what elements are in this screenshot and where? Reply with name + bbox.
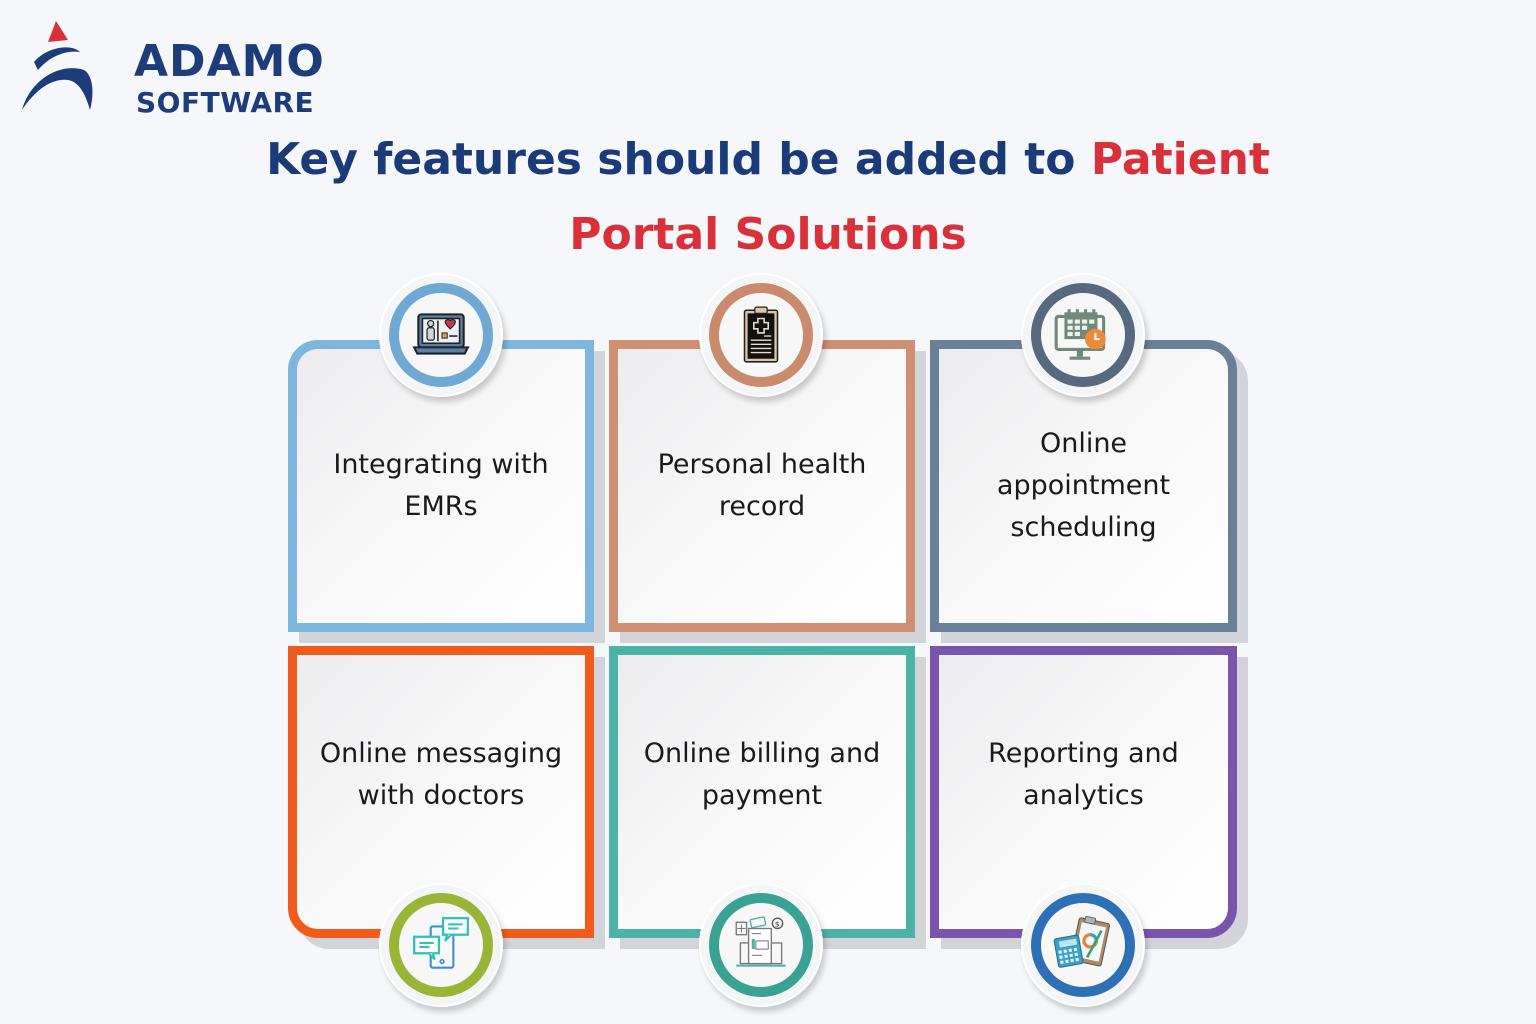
clipboard-medical-record-icon xyxy=(743,306,779,363)
title-red-text: Patient xyxy=(1090,134,1270,185)
chat-bubbles-phone-icon xyxy=(413,917,469,969)
feature-label: Online messaging with doctors xyxy=(319,738,563,811)
logo-text-adamo: ADAMO xyxy=(134,36,325,87)
svg-text:$: $ xyxy=(775,919,780,928)
logo-mark-icon xyxy=(22,21,93,110)
messaging-icon-badge xyxy=(379,883,503,1007)
feature-label: Online appointment scheduling xyxy=(996,428,1171,543)
appointment-icon-badge xyxy=(1021,273,1145,397)
billing-icon-badge: $ xyxy=(699,883,823,1007)
adamo-software-logo: ADAMO SOFTWARE xyxy=(20,18,350,118)
title-navy-text: Key features should be added to xyxy=(266,134,1091,185)
feature-card-appointment: Online appointment scheduling xyxy=(930,340,1248,643)
calculator-clipboard-chart-icon xyxy=(1053,916,1110,968)
page-title-line2: Portal Solutions xyxy=(0,197,1536,272)
feature-label: Reporting and analytics xyxy=(988,738,1179,811)
title-red-text-2: Portal Solutions xyxy=(569,209,967,260)
feature-label: Personal health record xyxy=(657,449,867,522)
emr-icon-badge xyxy=(379,273,503,397)
calendar-monitor-clock-icon xyxy=(1054,309,1106,360)
phr-icon-badge xyxy=(699,273,823,397)
laptop-patient-health-icon xyxy=(412,313,470,355)
reporting-icon-badge xyxy=(1021,883,1145,1007)
page-title-line1: Key features should be added to Patient xyxy=(0,122,1536,197)
invoice-laptop-payment-icon: $ xyxy=(735,916,786,967)
logo-text-software: SOFTWARE xyxy=(136,86,315,119)
feature-label: Integrating with EMRs xyxy=(333,449,549,522)
feature-label: Online billing and payment xyxy=(643,738,881,811)
